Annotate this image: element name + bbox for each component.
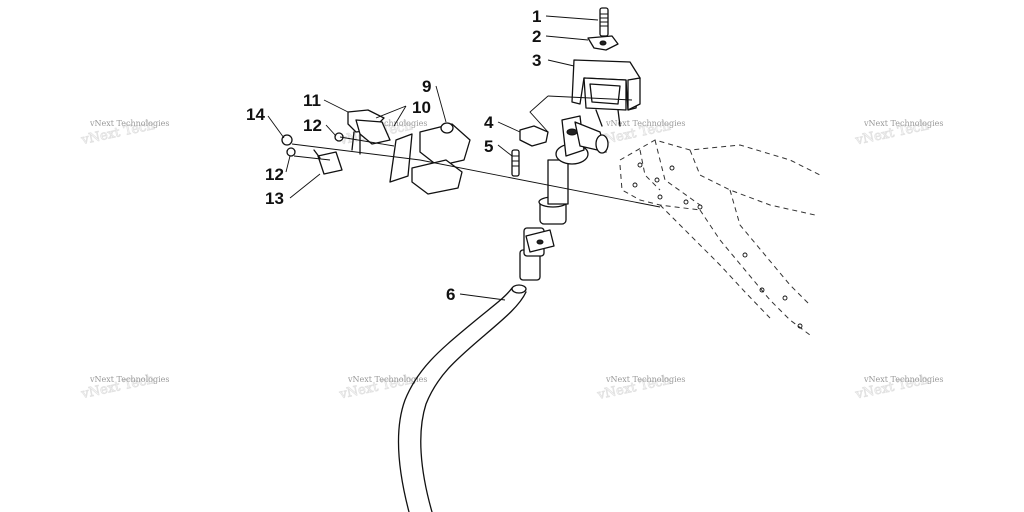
callout-11[interactable]: 11 [303,91,321,110]
control-housing[interactable] [411,122,471,195]
watermark-text: vNext Technologies [863,375,943,384]
steering-shaft[interactable] [519,115,609,281]
watermark: vNext Tech vNext Technologies [79,117,170,148]
callout-labels: 1 2 3 4 5 6 9 10 11 12 12 13 14 [246,7,541,304]
callout-12-upper[interactable]: 12 [303,116,322,135]
callout-6[interactable]: 6 [446,285,455,304]
watermark-text: vNext Technologies [605,119,685,128]
watermark: vNext Tech vNext Technologies [79,371,170,402]
callout-14[interactable]: 14 [246,105,265,124]
watermark: vNext Tech vNext Technologies [853,372,944,403]
watermark: vNext Tech vNext Technologies [337,372,428,403]
block-bolt[interactable] [511,149,520,177]
watermark-text: vNext Technologies [347,119,427,128]
watermark: vNext Tech vNext Technologies [853,118,944,149]
callout-5[interactable]: 5 [484,137,493,156]
callout-1[interactable]: 1 [532,7,541,26]
watermark-text: vNext Technologies [863,119,943,128]
cap-bolt[interactable] [599,7,609,37]
callout-2[interactable]: 2 [532,27,541,46]
watermark-text: vNext Technologies [347,375,427,384]
screws[interactable] [281,132,344,157]
callout-4[interactable]: 4 [484,113,494,132]
callout-10[interactable]: 10 [412,98,431,117]
control-lever[interactable] [347,109,391,155]
watermark-text: vNext Technologies [605,375,685,384]
steering-clamp[interactable] [571,59,641,127]
callout-3[interactable]: 3 [532,51,541,70]
watermark-text: vNext Technologies [89,119,169,128]
clamp-cap[interactable] [587,35,619,51]
bushing-block[interactable] [519,125,549,147]
callout-13[interactable]: 13 [265,189,284,208]
handlebar[interactable] [397,284,527,512]
grip-clip[interactable] [313,149,343,175]
callout-9[interactable]: 9 [422,77,431,96]
frame-outline [619,139,821,336]
assembly-lines [291,95,661,208]
watermark: vNext Tech vNext Technologies [595,372,686,403]
callout-leaders [267,15,599,301]
watermark-text: vNext Technologies [89,375,169,384]
callout-12-lower[interactable]: 12 [265,165,284,184]
